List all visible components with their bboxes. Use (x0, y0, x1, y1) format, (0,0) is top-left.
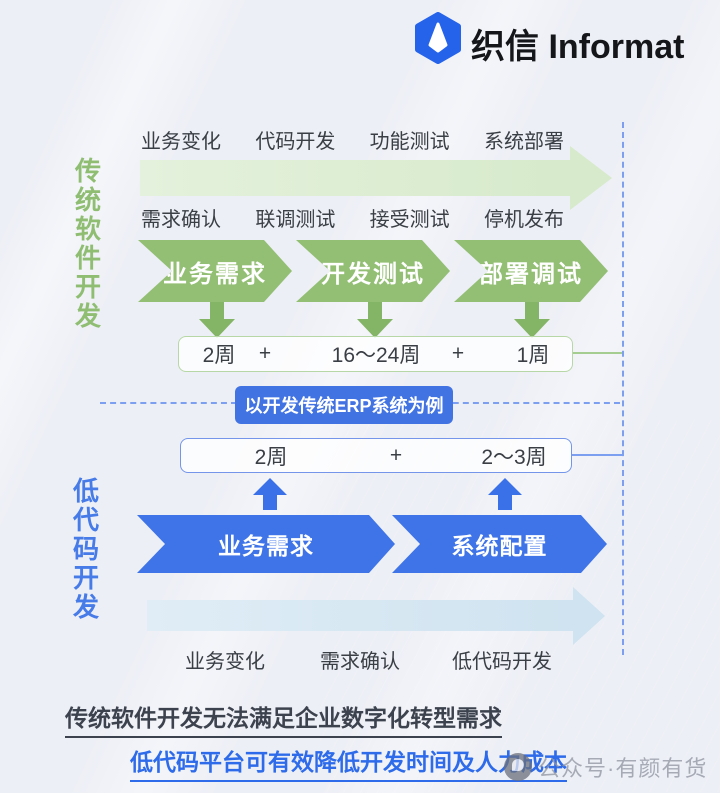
example-badge: 以开发传统ERP系统为例 (235, 386, 453, 424)
green-connector-line (573, 352, 623, 354)
traditional-phase-chevron: 业务需求 (138, 240, 292, 302)
plus-sign: + (389, 443, 403, 467)
step-label: 业务变化 (141, 131, 221, 153)
step-label: 系统部署 (483, 131, 564, 153)
duration-value: 2周 (202, 344, 236, 367)
step-label: 联调测试 (255, 209, 336, 231)
conclusion-traditional: 传统软件开发无法满足企业数字化转型需求 (65, 699, 502, 738)
traditional-bottom-steps: 需求确认 联调测试 接受测试 停机发布 (140, 203, 565, 232)
watermark: 公众号·有颜有货 (504, 751, 707, 783)
blue-connector-line (572, 454, 623, 456)
lowcode-phase-chevron: 业务需求 (137, 515, 395, 573)
watermark-logo-icon (504, 753, 532, 781)
lowcode-phase-chevron: 系统配置 (392, 515, 607, 573)
lowcode-timeline-arrowhead (573, 587, 605, 645)
conclusion-lowcode: 低代码平台可有效降低开发时间及人力成本 (130, 743, 567, 782)
step-label: 接受测试 (369, 209, 450, 231)
brand-name: 织信 Informat (471, 28, 685, 66)
step-label: 功能测试 (369, 131, 450, 153)
step-label: 需求确认 (141, 209, 221, 231)
watermark-text: 公众号·有颜有货 (538, 756, 708, 781)
step-label: 代码开发 (255, 131, 336, 153)
traditional-timeline-arrow (140, 160, 570, 196)
traditional-top-steps: 业务变化 代码开发 功能测试 系统部署 (140, 125, 565, 154)
duration-value: 1周 (516, 344, 550, 367)
step-label: 需求确认 (320, 651, 400, 673)
lowcode-side-label: 低代码开发 (72, 476, 99, 622)
dashed-divider-vertical (622, 122, 624, 655)
duration-value: 2周 (254, 445, 288, 469)
plus-sign: + (451, 342, 465, 365)
brand-logo-icon (415, 12, 461, 64)
step-label: 低代码开发 (452, 651, 552, 673)
plus-sign: + (258, 342, 272, 365)
lowcode-durations-box: 2周 + 2～3周 (180, 438, 572, 473)
step-label: 业务变化 (185, 651, 265, 673)
traditional-durations-box: 2周 + 16～24周 + 1周 (178, 336, 573, 372)
duration-value: 2～3周 (481, 445, 547, 469)
duration-value: 16～24周 (331, 344, 421, 367)
traditional-phase-chevron: 开发测试 (296, 240, 450, 302)
lowcode-timeline-arrow (147, 600, 573, 631)
traditional-side-label: 传统软件开发 (74, 156, 101, 331)
step-label: 停机发布 (483, 209, 564, 231)
traditional-timeline-arrowhead (570, 146, 612, 210)
